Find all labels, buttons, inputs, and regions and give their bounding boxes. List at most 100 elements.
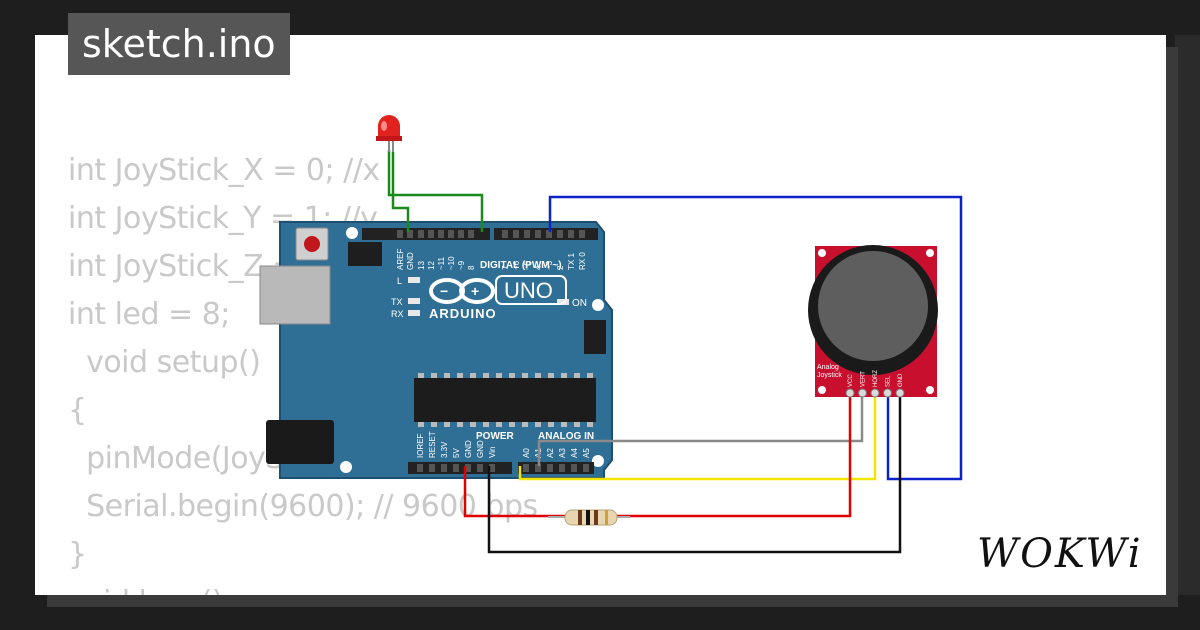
red-led[interactable] [376, 115, 402, 152]
analog-pin-label: A3 [558, 448, 567, 458]
svg-text:−: − [440, 283, 448, 299]
power-pin-label: Vin [488, 447, 497, 458]
top-pin-label: ~11 [437, 256, 446, 270]
top-pin-label: 8 [467, 265, 476, 270]
icsp-header-right [584, 320, 606, 354]
top-pin-label: TX 1 [567, 253, 576, 270]
header-pin[interactable] [438, 230, 444, 238]
header-pin[interactable] [568, 230, 574, 238]
joystick-pin[interactable] [883, 388, 892, 398]
top-pin-label: 2 [556, 265, 565, 270]
mounting-hole [592, 455, 604, 467]
top-pin-label: ~3 [545, 260, 554, 270]
chip-pin [496, 373, 502, 378]
led-label-rx: RX [391, 309, 404, 319]
power-jack [266, 420, 334, 464]
header-pin[interactable] [513, 230, 519, 238]
led-l [408, 277, 420, 283]
chip-pin [470, 373, 476, 378]
header-pin[interactable] [559, 464, 565, 472]
header-pin[interactable] [468, 230, 474, 238]
header-pin[interactable] [571, 464, 577, 472]
code-line: int led = 8; [68, 297, 230, 332]
led-label-l: L [397, 276, 402, 286]
joystick-knob[interactable] [818, 251, 928, 361]
joystick-pin-label: SEL [886, 375, 892, 387]
chip-pin [574, 373, 580, 378]
power-pin-label: 5V [452, 448, 461, 458]
code-line: } [68, 537, 87, 572]
header-pin[interactable] [417, 464, 423, 472]
header-pin[interactable] [465, 464, 471, 472]
header-pin[interactable] [579, 230, 585, 238]
header-pin[interactable] [583, 464, 589, 472]
reset-button-cap [304, 236, 320, 252]
joystick-pin[interactable] [845, 388, 855, 398]
header-pin[interactable] [418, 230, 424, 238]
svg-text:+: + [471, 283, 479, 299]
top-pin-label: GND [406, 252, 415, 270]
header-pin[interactable] [547, 464, 553, 472]
analog-pin-label: A2 [546, 448, 555, 458]
top-pin-label: 4 [534, 265, 543, 270]
header-pin[interactable] [477, 464, 483, 472]
header-pin[interactable] [546, 230, 552, 238]
chip-pin [535, 422, 541, 427]
arduino-infinity-logo: − + [429, 278, 495, 304]
top-pin-label: RX 0 [578, 252, 587, 270]
header-pin[interactable] [428, 230, 434, 238]
header-pin[interactable] [448, 230, 454, 238]
header-pin[interactable] [535, 464, 541, 472]
header-pin[interactable] [458, 230, 464, 238]
joystick-pin-label: GND [898, 373, 904, 387]
chip-pin [483, 422, 489, 427]
joystick-label-line1: Analog [817, 364, 839, 371]
chip-pin [444, 422, 450, 427]
header-pin[interactable] [453, 464, 459, 472]
header-pin[interactable] [441, 464, 447, 472]
code-line: { [68, 393, 87, 428]
power-pin-label: GND [476, 440, 485, 458]
header-pin[interactable] [523, 464, 529, 472]
header-pin[interactable] [524, 230, 530, 238]
top-pin-label: 13 [417, 261, 426, 270]
wire-green-led-gnd [391, 152, 410, 232]
header-pin[interactable] [397, 230, 403, 238]
header-pin[interactable] [407, 230, 413, 238]
digital-header-label: DIGITAL (PWM ~) [480, 260, 562, 271]
power-pin-label: GND [464, 440, 473, 458]
chip-pin [587, 422, 593, 427]
analog-pin-label: A0 [522, 448, 531, 458]
analog-pin-label: A5 [582, 448, 591, 458]
resistor[interactable] [548, 509, 630, 526]
chip-pin [574, 422, 580, 427]
chip-pin [457, 373, 463, 378]
power-header [408, 462, 512, 474]
wire-gray-vert-a0 [537, 394, 864, 466]
chip-pin [561, 373, 567, 378]
code-line: void setup() [68, 345, 261, 380]
chip-pin [509, 373, 515, 378]
top-pin-label: ~9 [457, 260, 466, 270]
joystick-pin-label: VERT [861, 371, 867, 387]
joystick-pin-label: HORZ [873, 370, 879, 387]
header-pin[interactable] [557, 230, 563, 238]
joystick-pin[interactable] [870, 388, 880, 398]
chip-pin [561, 422, 567, 427]
chip-pin [470, 422, 476, 427]
chip-pin [418, 373, 424, 378]
header-pin[interactable] [429, 464, 435, 472]
chip-pin [457, 422, 463, 427]
header-pin[interactable] [502, 230, 508, 238]
uno-badge [495, 275, 567, 305]
joystick-pin[interactable] [895, 388, 905, 398]
header-pin[interactable] [489, 464, 495, 472]
chip-pin [509, 422, 515, 427]
background-rail [1175, 35, 1200, 595]
joystick-pin[interactable] [858, 388, 867, 398]
header-pin[interactable] [535, 230, 541, 238]
board-brand-label: ARDUINO [429, 306, 497, 321]
